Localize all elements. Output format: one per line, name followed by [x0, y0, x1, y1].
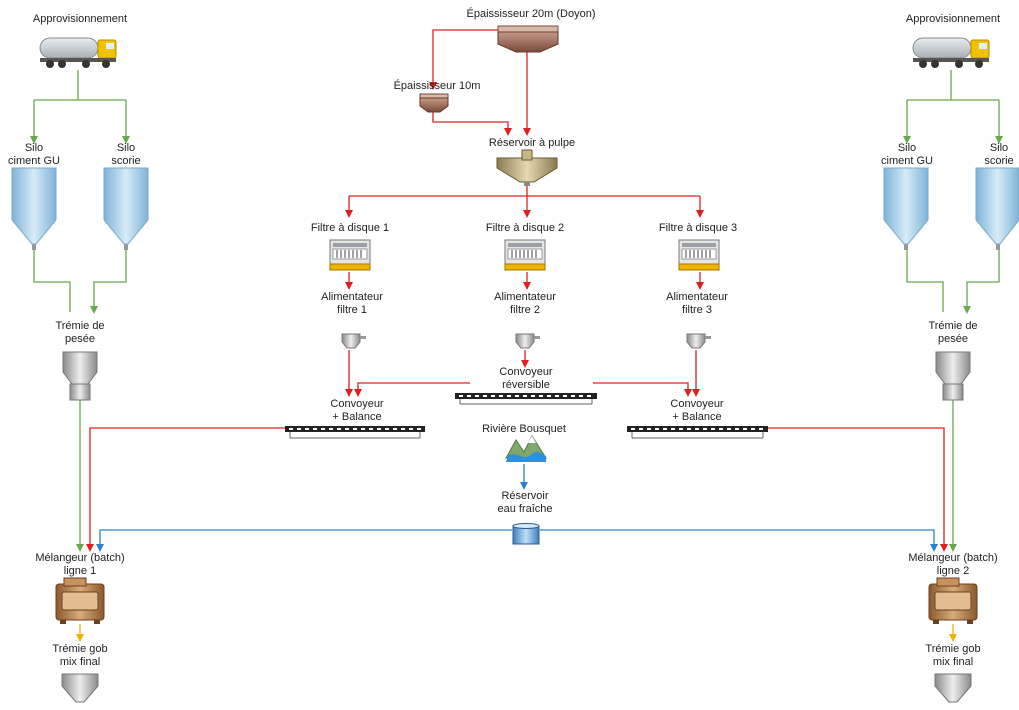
flow-pulp-tank-to-filters	[348, 184, 701, 216]
label-filter-2: Filtre à disque 2	[485, 222, 565, 234]
weigh-hopper-icon	[62, 351, 98, 401]
truck-icon	[39, 37, 117, 68]
flow-right-silos-to-hopper	[906, 250, 1000, 312]
label-supply-left: Approvisionnement	[32, 13, 128, 25]
silo-icon	[103, 167, 149, 250]
final-hopper-icon	[61, 673, 99, 703]
label-filter-1: Filtre à disque 1	[310, 222, 390, 234]
label-mixer-2: Mélangeur (batch)ligne 2	[908, 552, 998, 577]
flow-water-tank-to-mixers	[99, 529, 935, 550]
river-icon	[505, 434, 547, 462]
silo-icon	[11, 167, 57, 250]
truck-icon	[912, 37, 990, 68]
label-river: Rivière Bousquet	[482, 423, 566, 435]
silo-icon	[975, 167, 1019, 250]
thickener-20m-icon	[497, 25, 559, 53]
flow-left-conveyor-to-mixer1	[86, 427, 285, 552]
label-conveyor-balance-left: Convoyeur+ Balance	[330, 398, 384, 423]
flow-lines	[30, 29, 1003, 642]
pulp-tank-icon	[496, 149, 558, 186]
conveyor-balance-right-icon	[627, 426, 768, 439]
flow-thickener20-to-thickener10	[429, 29, 500, 90]
fresh-water-tank-icon	[512, 523, 540, 545]
disc-filter-icon	[504, 239, 546, 271]
final-hopper-icon	[934, 673, 972, 703]
mixer-icon	[55, 577, 105, 624]
feeder-icon	[515, 333, 540, 349]
label-supply-right: Approvisionnement	[905, 13, 1001, 25]
disc-filter-icon	[678, 239, 720, 271]
flow-reversible-to-right	[593, 382, 692, 397]
label-pulp-tank: Réservoir à pulpe	[488, 137, 576, 149]
mixer-icon	[928, 577, 978, 624]
weigh-hopper-icon	[935, 351, 971, 401]
feeder-icon	[341, 333, 366, 349]
feeder-icon	[686, 333, 711, 349]
label-conveyor-balance-right: Convoyeur+ Balance	[670, 398, 724, 423]
reversible-conveyor-icon	[455, 393, 597, 405]
label-mixer-1: Mélangeur (batch)ligne 1	[35, 552, 125, 577]
flow-left-silos-to-hopper	[33, 250, 127, 312]
flow-left-supply-to-silos	[33, 70, 127, 142]
label-thickener-10m: Épaississeur 10m	[393, 80, 481, 92]
flow-right-conveyor-to-mixer2	[768, 427, 948, 552]
label-thickener-20m: Épaississeur 20m (Doyon)	[466, 8, 596, 20]
flow-right-supply-to-silos	[906, 70, 1000, 142]
flow-thickener10-to-pulp-tank	[432, 112, 512, 136]
label-filter-3: Filtre à disque 3	[658, 222, 738, 234]
silo-icon	[883, 167, 929, 250]
flow-reversible-to-left	[354, 382, 470, 397]
conveyor-balance-left-icon	[285, 426, 425, 439]
disc-filter-icon	[329, 239, 371, 271]
thickener-10m-icon	[419, 93, 449, 113]
